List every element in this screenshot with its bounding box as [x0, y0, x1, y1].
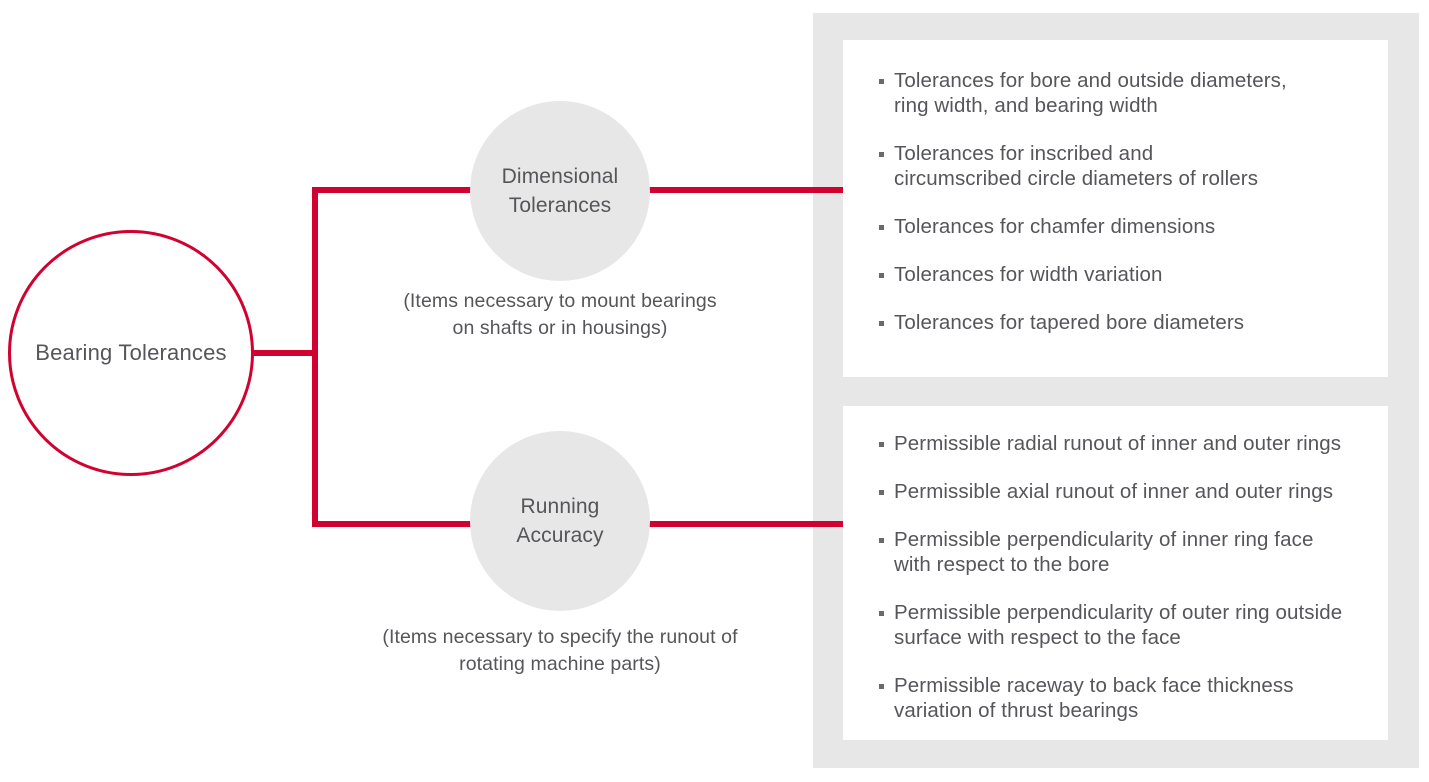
node-circle-dimensional-tolerances: Dimensional Tolerances	[470, 101, 650, 281]
connector-node-to-card-bottom	[568, 521, 848, 527]
card-running-accuracy: Permissible radial runout of inner and o…	[843, 406, 1388, 740]
list-item: Permissible radial runout of inner and o…	[862, 431, 1366, 456]
root-node-label: Bearing Tolerances	[35, 340, 227, 365]
node-label-running-accuracy: Running Accuracy	[516, 495, 604, 547]
node-circle-running-accuracy: Running Accuracy	[470, 431, 650, 611]
list-item: Permissible raceway to back face thickne…	[862, 673, 1366, 723]
list-item: Tolerances for chamfer dimensions	[862, 214, 1366, 239]
connector-node-to-card-top	[568, 187, 848, 193]
node-label-dimensional-tolerances: Dimensional Tolerances	[501, 165, 619, 217]
root-node-bearing-tolerances: Bearing Tolerances	[8, 230, 254, 476]
connector-root-stub	[252, 350, 318, 356]
node-running-accuracy: Running Accuracy (Items necessary to spe…	[382, 431, 738, 675]
connector-vertical-trunk	[312, 187, 318, 527]
node-caption-dimensional-tolerances: (Items necessary to mount bearings on sh…	[403, 290, 717, 339]
connector-branch-bottom	[312, 521, 552, 527]
card-dimensional-tolerances: Tolerances for bore and outside diameter…	[843, 40, 1388, 377]
list-item: Permissible perpendicularity of inner ri…	[862, 527, 1366, 577]
node-dimensional-tolerances: Dimensional Tolerances (Items necessary …	[403, 101, 717, 339]
list-item: Tolerances for inscribed and circumscrib…	[862, 141, 1366, 191]
list-item: Permissible perpendicularity of outer ri…	[862, 600, 1366, 650]
connector-branch-top	[312, 187, 552, 193]
node-caption-running-accuracy: (Items necessary to specify the runout o…	[382, 626, 738, 675]
list-item: Tolerances for bore and outside diameter…	[862, 68, 1366, 118]
list-item: Permissible axial runout of inner and ou…	[862, 479, 1366, 504]
bullet-list-running-accuracy: Permissible radial runout of inner and o…	[862, 431, 1366, 723]
bullet-list-dimensional-tolerances: Tolerances for bore and outside diameter…	[862, 68, 1366, 335]
list-item: Tolerances for tapered bore diameters	[862, 310, 1366, 335]
list-item: Tolerances for width variation	[862, 262, 1366, 287]
